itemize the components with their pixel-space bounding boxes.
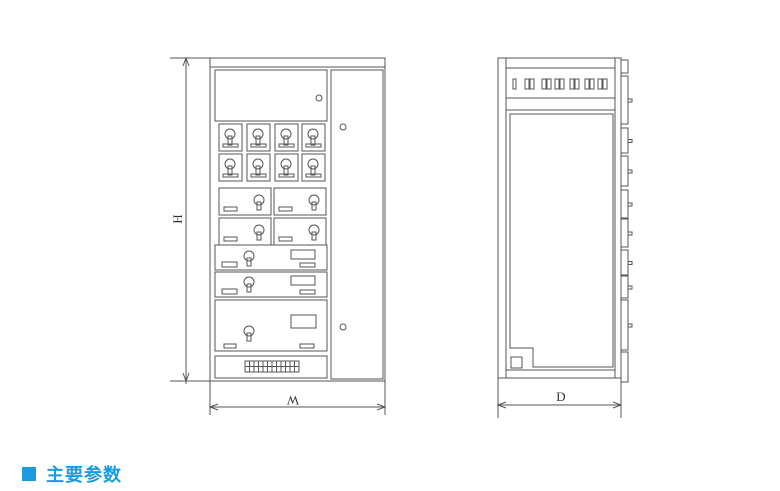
rotary-switch-icon	[280, 128, 292, 140]
section-title: 主要参数	[46, 465, 122, 486]
rotary-switch-icon	[253, 194, 265, 206]
width-label: W	[286, 393, 299, 408]
rotary-switch-icon	[252, 158, 264, 170]
rotary-switch-icon	[280, 158, 292, 170]
side-module	[620, 189, 629, 219]
drawer-2	[214, 271, 328, 298]
side-module	[620, 218, 629, 248]
drawer-large	[214, 299, 328, 352]
door-knob-icon	[315, 94, 323, 102]
handle-icon	[627, 98, 633, 103]
handle-icon	[627, 285, 633, 290]
meter-icon	[559, 78, 565, 90]
rotary-switch-icon	[308, 194, 320, 206]
side-door	[330, 69, 384, 380]
door-knob-icon	[339, 123, 347, 131]
handle-icon	[627, 139, 633, 143]
ventilation-grille-icon	[244, 360, 300, 373]
switch-module	[246, 123, 271, 152]
switch-module	[274, 153, 299, 182]
meter-icon	[541, 78, 547, 90]
rotary-switch-icon	[224, 158, 236, 170]
meter-icon	[554, 78, 560, 90]
drawer-1	[214, 244, 328, 271]
side-module	[620, 249, 629, 276]
breaker-module	[273, 187, 327, 216]
section-marker-icon	[22, 467, 36, 481]
meter-icon	[512, 78, 517, 90]
handle-icon	[627, 261, 633, 265]
meter-icon	[597, 78, 603, 90]
handle-icon	[627, 202, 633, 207]
meter-icon	[602, 78, 608, 90]
switch-module	[301, 123, 326, 152]
side-module	[620, 351, 629, 383]
rotary-switch-icon	[253, 224, 265, 236]
switch-module	[246, 153, 271, 182]
meter-icon	[589, 78, 595, 90]
door-knob-icon	[339, 323, 347, 331]
breaker-module	[218, 187, 272, 216]
meter-icon	[574, 78, 580, 90]
handle-icon	[627, 323, 633, 328]
meter-icon	[584, 78, 590, 90]
side-module	[620, 155, 629, 187]
side-view: D	[496, 57, 633, 418]
switch-module	[218, 123, 243, 152]
side-module	[620, 75, 629, 125]
meter-icon	[529, 78, 535, 90]
rotary-switch-icon	[224, 128, 236, 140]
meter-icon	[569, 78, 575, 90]
rotary-switch-icon	[307, 128, 319, 140]
meter-strip	[512, 78, 608, 90]
switch-module	[274, 123, 299, 152]
meter-icon	[524, 78, 530, 90]
section-header: 主要参数	[22, 461, 122, 487]
upper-compartment-door	[214, 69, 328, 122]
depth-label: D	[556, 389, 565, 404]
side-module	[620, 127, 629, 154]
switch-module	[301, 153, 326, 182]
side-module	[620, 299, 629, 351]
front-view: H W	[170, 56, 387, 415]
rotary-switch-icon	[308, 224, 320, 236]
side-panel	[509, 113, 614, 368]
handle-icon	[627, 231, 633, 236]
side-module	[620, 59, 629, 74]
handle-icon	[627, 169, 633, 174]
meter-icon	[546, 78, 552, 90]
ventilation-panel	[214, 355, 328, 379]
height-label: H	[170, 214, 185, 223]
rotary-switch-icon	[307, 158, 319, 170]
side-module	[620, 275, 629, 299]
switch-module	[218, 153, 243, 182]
rotary-switch-icon	[252, 128, 264, 140]
